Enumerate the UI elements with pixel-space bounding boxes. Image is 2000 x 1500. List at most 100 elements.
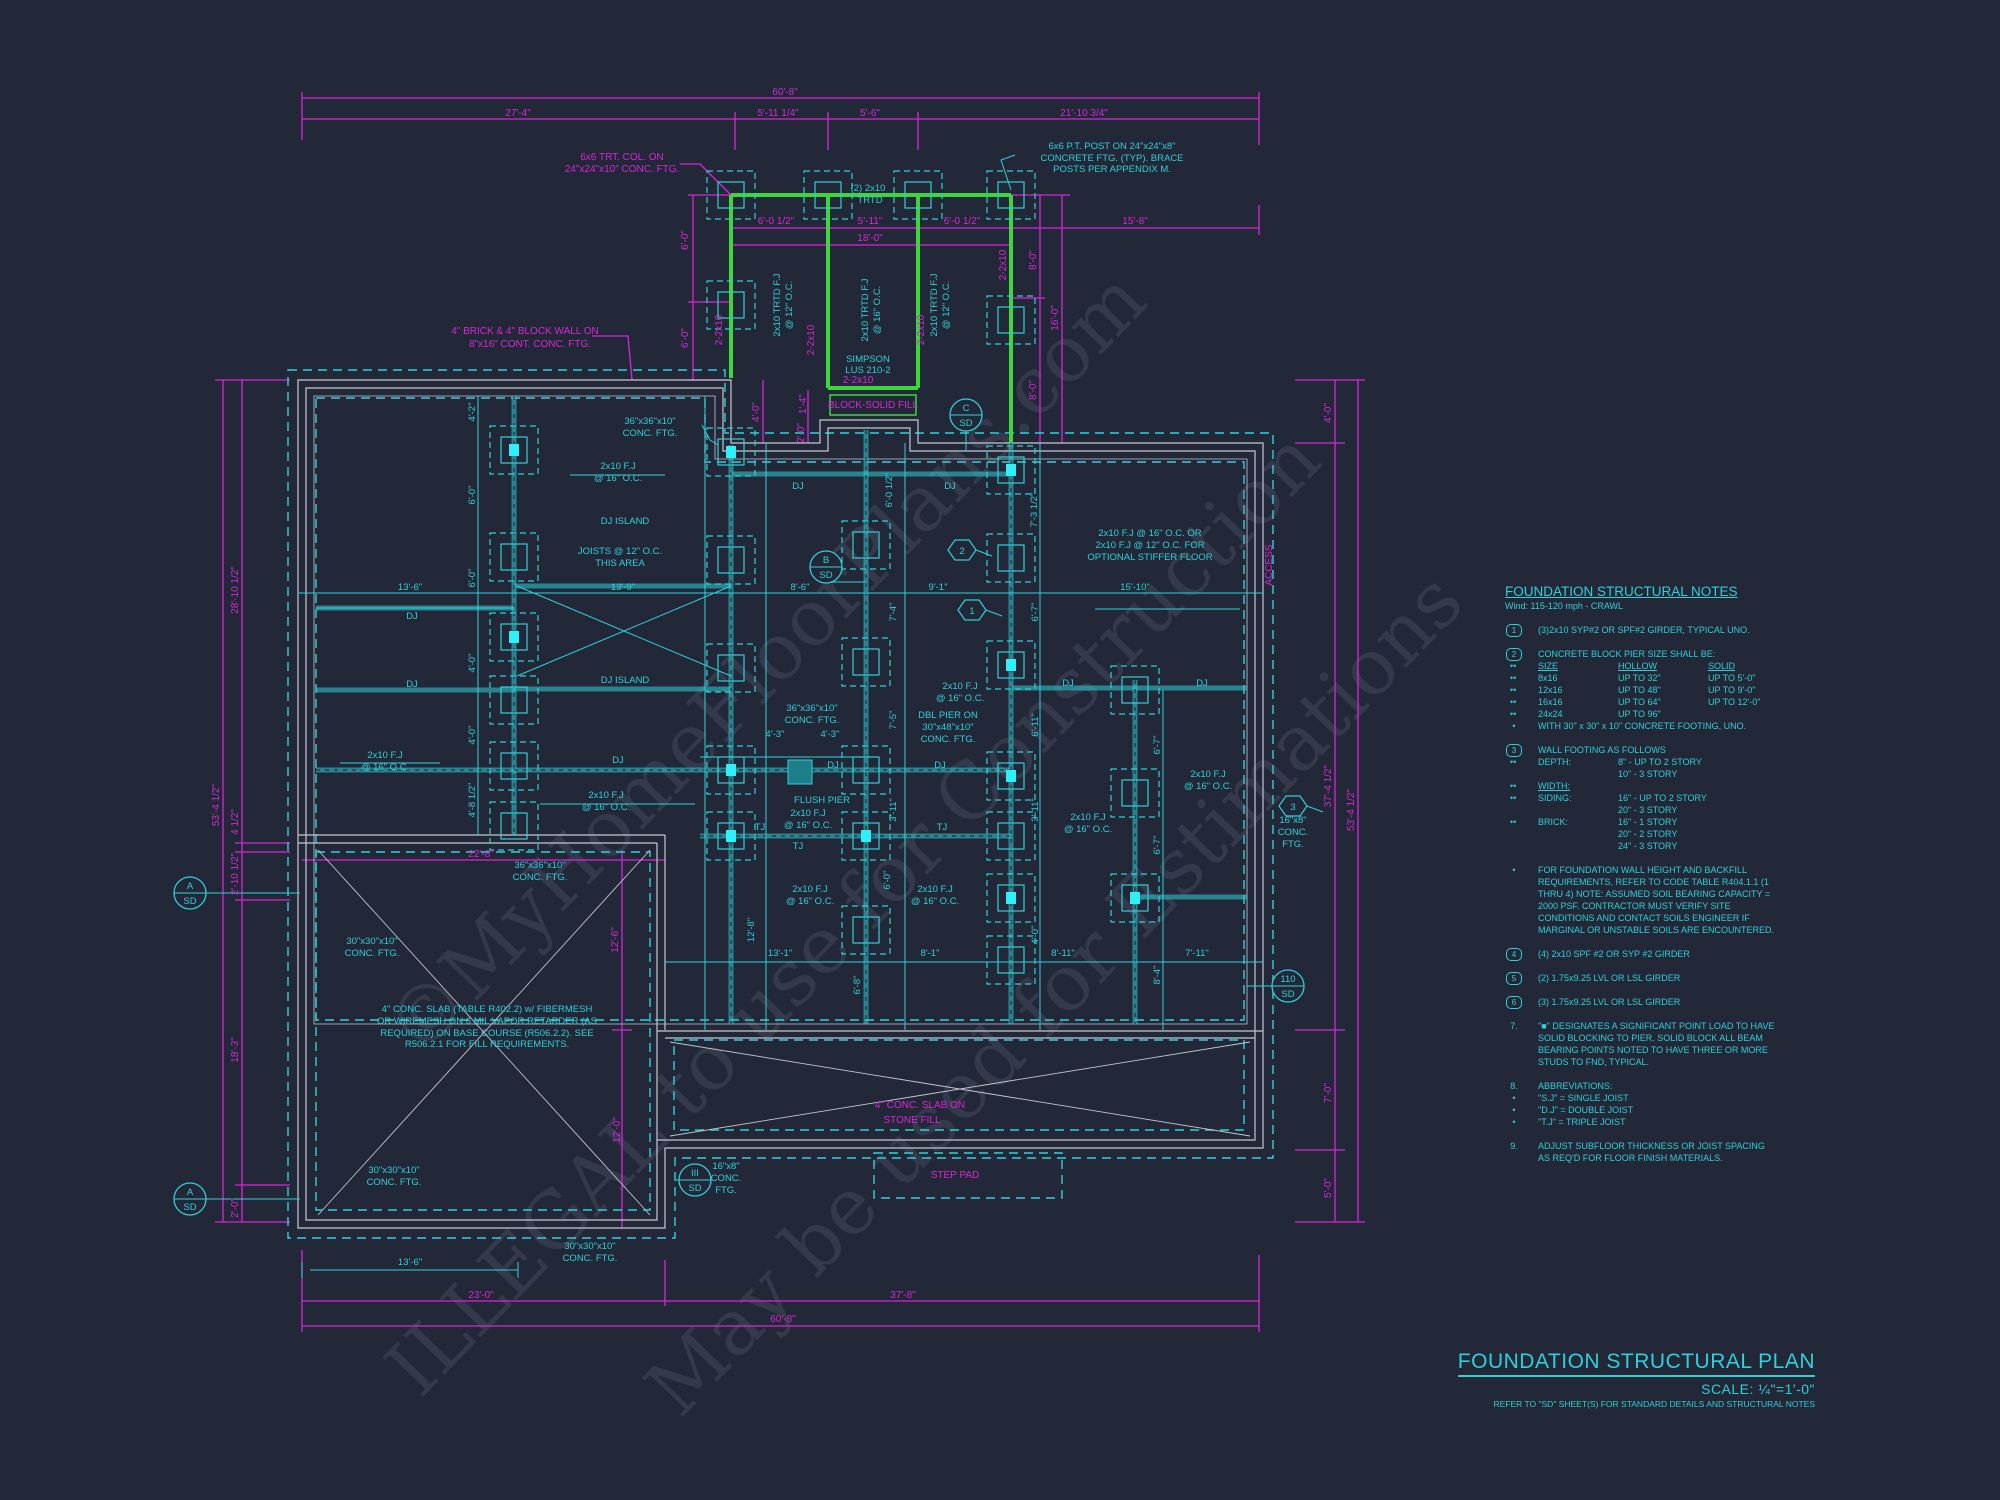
structural-label: CONC. FTG. — [367, 1177, 422, 1188]
pier-footing — [706, 427, 756, 477]
structural-label: 30"x48"x10" — [922, 722, 973, 733]
table-cell: 24x24 — [1538, 709, 1563, 719]
pier-block — [814, 181, 842, 209]
table-header: SOLID — [1708, 661, 1736, 671]
brick-value: 24" - 3 STORY — [1618, 841, 1678, 851]
pier-footing — [986, 935, 1036, 985]
structural-label: @ 16" O.C. — [872, 286, 883, 334]
pier-footing — [841, 637, 891, 687]
structural-label: 4'-3" — [821, 729, 840, 740]
note-number: 2 — [1506, 648, 1522, 661]
table-header: HOLLOW — [1618, 661, 1658, 671]
table-cell: UP TO 12'-0" — [1708, 697, 1761, 707]
note-number: 8. — [1510, 1081, 1518, 1091]
pier-footing — [986, 640, 1036, 690]
structural-label: 4'-0" — [1030, 926, 1041, 945]
pier-footing — [706, 745, 756, 795]
note-text: WALL FOOTING AS FOLLOWS — [1538, 745, 1666, 755]
structural-label: @ 16" O.C. — [784, 820, 832, 831]
pier-block — [997, 762, 1025, 790]
structural-label: @ 16" O.C. — [911, 896, 959, 907]
note-1: 1(3)2x10 SYP#2 OR SPF#2 GIRDER, TYPICAL … — [1505, 624, 1835, 637]
structural-label: FLUSH PIER — [794, 795, 850, 806]
structural-label: CONCRETE FTG. (TYP). BRACE — [1040, 153, 1183, 164]
pier-footing — [986, 873, 1036, 923]
brick-label: BRICK: — [1538, 817, 1569, 827]
abbreviation-item: •"D.J" = DOUBLE JOIST — [1512, 1105, 1634, 1115]
structural-label: DJ — [1196, 678, 1208, 689]
abbreviation-item: •"T.J" = TRIPLE JOIST — [1512, 1117, 1626, 1127]
dimension-label: STONE FILL — [883, 1115, 940, 1126]
structural-label: 12'-8" — [746, 918, 757, 942]
structural-label: TRTD — [857, 195, 882, 206]
pier — [489, 801, 539, 851]
structural-label: 2x10 F.J — [588, 790, 624, 801]
structural-label: TJ — [755, 822, 766, 833]
note-text: ABBREVIATIONS: — [1538, 1081, 1613, 1091]
pier-footing — [489, 425, 539, 475]
structural-label: 6'-8" — [852, 976, 863, 995]
structural-label: @ 16" O.C. — [786, 896, 834, 907]
pier-block — [1121, 884, 1149, 912]
pier-block — [997, 822, 1025, 850]
pier-block — [852, 756, 880, 784]
section-marker-top: III — [691, 1168, 699, 1179]
dimension-label: 37'-4 1/2" — [1323, 764, 1334, 807]
structural-label: 8'-11" — [1051, 948, 1075, 959]
point-load-marker — [861, 830, 871, 842]
pier-block — [717, 822, 745, 850]
note-number: 9. — [1510, 1141, 1518, 1151]
structural-label: 4'-0" — [467, 726, 478, 745]
structural-label: CONC. FTG. — [345, 948, 400, 959]
pier-group — [489, 170, 1160, 985]
title-block: FOUNDATION STRUCTURAL PLAN SCALE: ¼"=1'-… — [1457, 1350, 1815, 1409]
structural-label: 2x10 F.J — [1190, 769, 1226, 780]
pier — [803, 170, 853, 220]
pier — [841, 811, 891, 861]
table-cell: 16x16 — [1538, 697, 1563, 707]
pier — [706, 170, 756, 220]
dimension-label: 4'-0" — [751, 402, 762, 422]
note-text: FOR FOUNDATION WALL HEIGHT AND BACKFILL … — [1538, 865, 1775, 935]
dimension-label: 37'-8" — [890, 1290, 916, 1301]
structural-label: DJ — [1062, 678, 1074, 689]
pier — [986, 640, 1036, 690]
block-solid-fill-box — [829, 394, 917, 416]
dimension-label: 15'-8" — [1122, 216, 1148, 227]
dimension-label: 4'-0" — [1323, 403, 1334, 423]
structural-label: @ 16" O.C. — [936, 693, 984, 704]
structural-label: 3'-11" — [1030, 798, 1041, 822]
structural-label: 4" CONC. SLAB (TABLE R402.2) w/ FIBERMES… — [382, 1004, 593, 1015]
pier — [986, 445, 1036, 495]
note-text: CONCRETE BLOCK PIER SIZE SHALL BE: — [1538, 649, 1716, 659]
structural-label: 30"x30"x10" — [368, 1165, 419, 1176]
structural-label: 8'-6" — [791, 582, 810, 593]
note-7: 7."■" DESIGNATES A SIGNIFICANT POINT LOA… — [1505, 1020, 1835, 1068]
pier-footing — [841, 905, 891, 955]
dimension-label: 53'-4 1/2" — [211, 783, 222, 826]
structural-label: CONC. — [711, 1173, 742, 1184]
structural-label: 2x10 F.J — [1070, 812, 1106, 823]
structural-label: 7'-11" — [1185, 948, 1209, 959]
dimension-label: 2-2x10 — [843, 375, 874, 386]
dimension-label: 12'-6" — [610, 927, 621, 953]
pier — [986, 811, 1036, 861]
structural-label: 36"x36"x10" — [624, 416, 675, 427]
structural-label: 7'-4" — [888, 603, 899, 622]
section-marker-bottom: SD — [1281, 989, 1294, 1000]
structural-label: FTG. — [1282, 839, 1304, 850]
note-number: 5 — [1506, 972, 1522, 985]
dimension-label: 24"x24"x10" CONC. FTG. — [565, 164, 680, 175]
structural-label: 2x10 F.J @ 16" O.C. OR — [1098, 528, 1201, 539]
dimension-label: 18'-0" — [857, 233, 883, 244]
structural-label: 2x10 TRTD F.J — [929, 273, 940, 336]
table-cell: 12x16 — [1538, 685, 1563, 695]
structural-label: DJ — [612, 755, 624, 766]
pier — [489, 741, 539, 791]
pier-footing — [1110, 768, 1160, 818]
depth-value: 10" - 3 STORY — [1618, 769, 1678, 779]
dimension-label: 27'-4" — [505, 108, 531, 119]
structural-label: CONC. FTG. — [513, 872, 568, 883]
